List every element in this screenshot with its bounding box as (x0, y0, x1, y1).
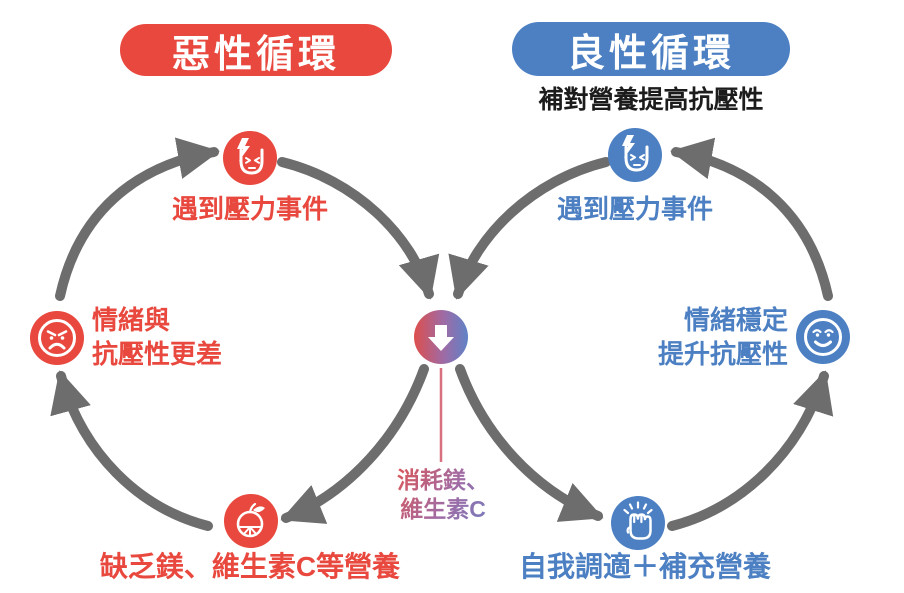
arrow-bottom-to-right (667, 370, 834, 531)
vicious-emotion-label: 情緒與 抗壓性更差 (92, 303, 222, 371)
arrow-bottom-to-left (50, 370, 213, 531)
vicious-stress-event-label: 遇到壓力事件 (171, 194, 328, 224)
arrow-center-to-bottom (280, 364, 429, 524)
virtuous-cycle-title: 良性循環 (566, 32, 735, 75)
arrow-top-to-center-right (448, 157, 611, 300)
virtuous-cycle-badge: 良性循環 (512, 22, 790, 76)
center-consume-label: 消耗鎂、 維生素C (381, 466, 505, 525)
arrow-top-to-center (277, 157, 440, 300)
virtuous-emotion-label: 情緒穩定 提升抗壓性 (618, 303, 788, 371)
down-arrow-icon (413, 309, 469, 365)
arrow-right-to-top (670, 137, 833, 301)
arrow-left-to-top (55, 137, 220, 301)
virtuous-emotion-line2: 提升抗壓性 (657, 339, 788, 369)
vicious-cycle-badge: 惡性循環 (120, 24, 392, 76)
virtuous-subtitle: 補對營養提高抗壓性 (538, 86, 764, 114)
arrow-center-to-bottom-right (455, 364, 604, 522)
center-consume-line2: 維生素C (400, 496, 486, 523)
vicious-emotion-line1: 情緒與 (92, 305, 171, 335)
virtuous-action-label: 自我調適＋補充營養 (518, 551, 771, 582)
vicious-cycle-title: 惡性循環 (171, 33, 340, 76)
raised-fist-icon (610, 495, 666, 551)
stressed-face-lightning-icon (607, 127, 663, 183)
smiling-face-icon (795, 309, 851, 365)
virtuous-emotion-line1: 情緒穩定 (683, 305, 788, 335)
center-consume-line1: 消耗鎂、 (397, 467, 489, 493)
angry-face-icon (29, 310, 85, 366)
orange-fruit-icon (223, 493, 279, 549)
vicious-deficiency-label: 缺乏鎂、維生素C等營養 (99, 551, 401, 582)
vicious-emotion-line2: 抗壓性更差 (92, 339, 223, 369)
virtuous-stress-event-label: 遇到壓力事件 (556, 194, 713, 224)
stressed-face-lightning-icon (222, 130, 278, 186)
